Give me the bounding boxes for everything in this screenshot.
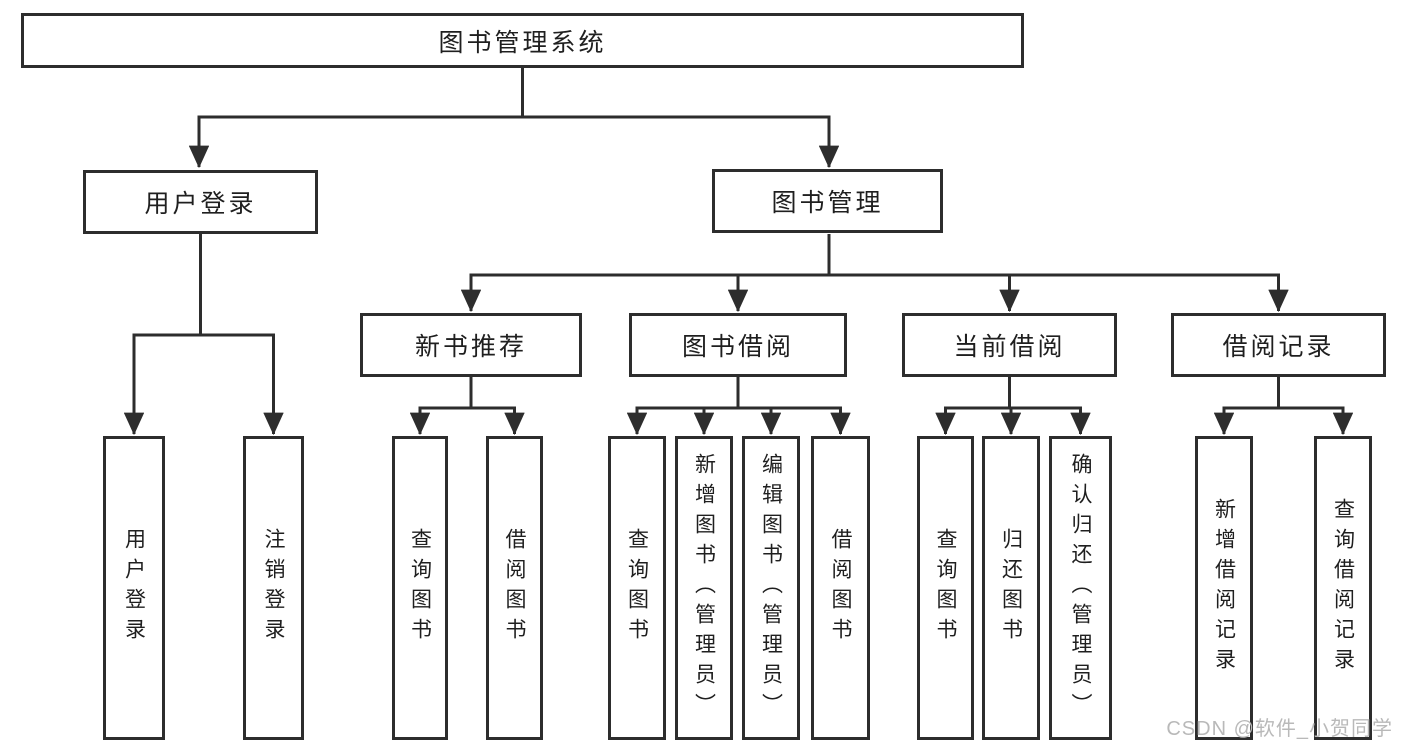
node-user-login-label: 用户登录 [144, 190, 257, 218]
connector-book-management [469, 234, 1280, 277]
node-borrow-record-label: 借阅记录 [1222, 333, 1335, 361]
node-leaf-add-borrow-record-label: 新增借阅记录 [1212, 498, 1236, 678]
node-book-management-label: 图书管理 [771, 189, 884, 217]
connector-new-book-recommend [418, 377, 516, 410]
csdn-watermark: CSDN @软件_小贺同学 [1166, 718, 1393, 740]
node-leaf-return-book: 归还图书 [982, 436, 1040, 740]
node-leaf-query-book-recommend-label: 查询图书 [408, 528, 432, 648]
node-leaf-query-borrow-record-label: 查询借阅记录 [1331, 498, 1355, 678]
node-leaf-edit-book: 编辑图书（管理员） [742, 436, 800, 740]
node-leaf-query-book-current: 查询图书 [917, 436, 974, 740]
node-leaf-edit-book-label: 编辑图书（管理员） [759, 453, 783, 723]
node-leaf-logout: 注销登录 [243, 436, 304, 740]
node-current-borrow-label: 当前借阅 [953, 333, 1066, 361]
node-root: 图书管理系统 [21, 13, 1024, 68]
node-leaf-query-book-recommend: 查询图书 [392, 436, 448, 740]
node-leaf-borrow-book-recommend: 借阅图书 [486, 436, 543, 740]
node-leaf-borrow-book-recommend-label: 借阅图书 [503, 528, 526, 648]
node-borrow-record: 借阅记录 [1171, 313, 1386, 377]
node-current-borrow: 当前借阅 [902, 313, 1117, 377]
node-leaf-confirm-return-label: 确认归还（管理员） [1069, 453, 1092, 723]
node-leaf-confirm-return: 确认归还（管理员） [1049, 436, 1112, 740]
connector-current-borrow [944, 377, 1082, 410]
node-leaf-logout-label: 注销登录 [262, 528, 285, 648]
connector-borrow-record [1222, 377, 1345, 410]
connector-user-login [132, 234, 275, 337]
node-leaf-user-login-label: 用户登录 [122, 528, 146, 648]
node-leaf-add-borrow-record: 新增借阅记录 [1195, 436, 1253, 740]
node-new-book-recommend: 新书推荐 [360, 313, 582, 377]
connector-root [197, 68, 831, 119]
node-leaf-add-book-label: 新增图书（管理员） [692, 453, 716, 723]
node-leaf-borrow-book: 借阅图书 [811, 436, 870, 740]
node-leaf-query-book-borrow: 查询图书 [608, 436, 666, 740]
node-book-management: 图书管理 [712, 169, 943, 233]
node-book-borrow: 图书借阅 [629, 313, 847, 377]
node-leaf-query-borrow-record: 查询借阅记录 [1314, 436, 1372, 740]
node-new-book-recommend-label: 新书推荐 [414, 333, 527, 361]
node-user-login: 用户登录 [83, 170, 318, 234]
node-book-borrow-label: 图书借阅 [681, 333, 794, 361]
node-leaf-query-book-current-label: 查询图书 [934, 528, 957, 648]
node-leaf-add-book: 新增图书（管理员） [675, 436, 733, 740]
node-leaf-return-book-label: 归还图书 [999, 528, 1023, 648]
connector-book-borrow [635, 377, 842, 410]
node-root-label: 图书管理系统 [438, 28, 607, 57]
node-leaf-query-book-borrow-label: 查询图书 [625, 528, 649, 648]
node-leaf-borrow-book-label: 借阅图书 [829, 528, 852, 648]
node-leaf-user-login: 用户登录 [103, 436, 165, 740]
